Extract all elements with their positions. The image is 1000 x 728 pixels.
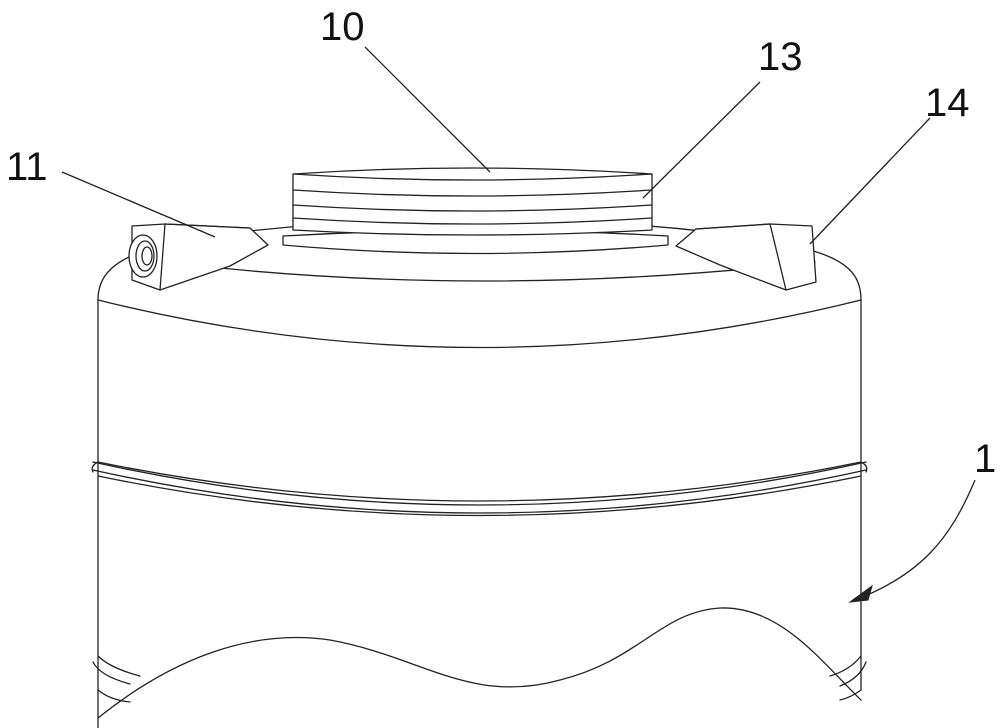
neck-cylinder xyxy=(293,168,652,235)
label-10: 10 xyxy=(320,5,365,49)
label-11: 11 xyxy=(6,145,48,189)
label-14: 14 xyxy=(925,81,970,125)
label-13: 13 xyxy=(758,35,803,79)
left-lug xyxy=(129,224,268,290)
container-body xyxy=(92,300,867,728)
right-lug xyxy=(676,224,816,290)
label-1: 1 xyxy=(974,437,996,481)
leader-lines xyxy=(62,47,975,602)
